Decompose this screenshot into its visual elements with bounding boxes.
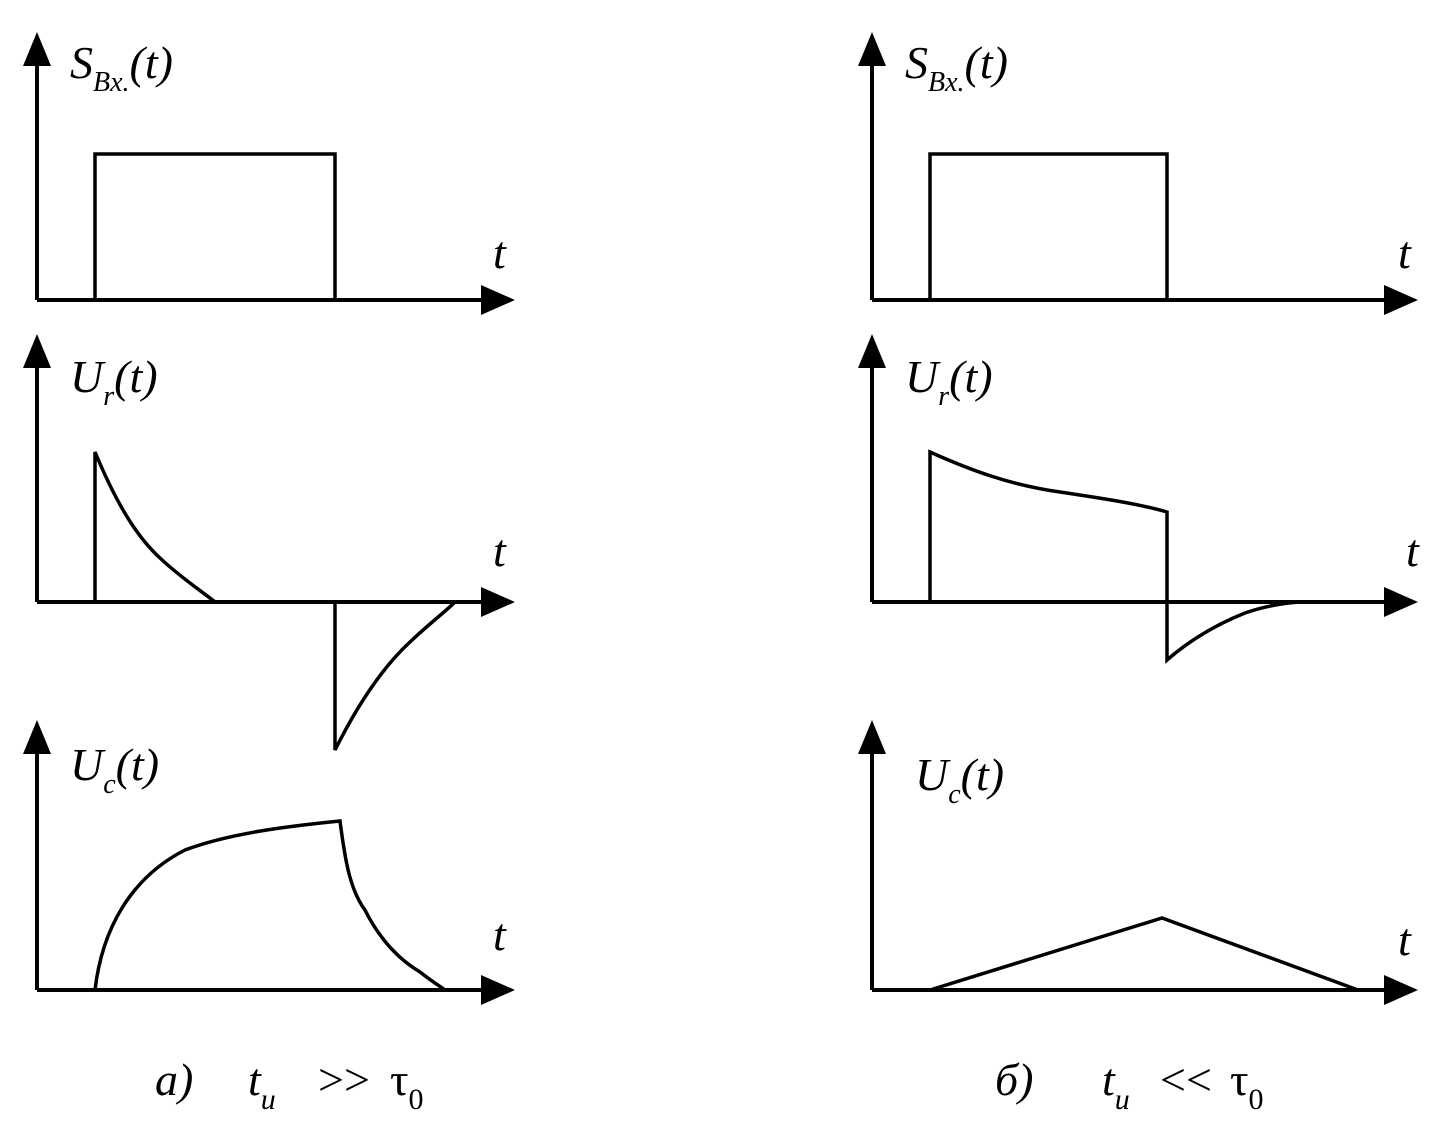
label-sub: r bbox=[938, 381, 949, 412]
plot-label: Ur(t) bbox=[70, 351, 158, 412]
label-arg: (t) bbox=[114, 351, 157, 402]
caption-t-sub: и bbox=[261, 1083, 276, 1116]
label-main: U bbox=[70, 739, 106, 790]
plot-a-input: SBx.(t) t bbox=[23, 32, 515, 315]
x-axis-arrow bbox=[481, 285, 515, 315]
x-axis-arrow bbox=[1384, 285, 1418, 315]
caption-relation: << bbox=[1160, 1054, 1212, 1105]
label-main: U bbox=[70, 351, 106, 402]
label-arg: (t) bbox=[961, 749, 1004, 800]
label-sub: c bbox=[948, 779, 961, 810]
axis-label-t: t bbox=[493, 909, 507, 960]
caption-tau: τ bbox=[1230, 1054, 1249, 1105]
axis-label-t: t bbox=[493, 227, 507, 278]
caption-t-sub: и bbox=[1115, 1083, 1130, 1116]
caption-b: б) tи << τ0 bbox=[995, 1054, 1264, 1116]
plot-a-capacitor: Uc(t) t bbox=[23, 720, 515, 1005]
label-arg: (t) bbox=[116, 739, 159, 790]
plot-label: Uc(t) bbox=[70, 739, 159, 800]
y-axis-arrow bbox=[23, 720, 51, 754]
label-main: S bbox=[905, 37, 928, 88]
y-axis-arrow bbox=[23, 334, 51, 368]
ur-positive-spike bbox=[93, 451, 217, 604]
plot-b-capacitor: Uc(t) t bbox=[858, 720, 1418, 1005]
label-main: U bbox=[905, 351, 941, 402]
x-axis-arrow bbox=[481, 587, 515, 617]
panel-b: SBx.(t) t Ur(t) t Uc(t) t б)tи<<τ0 bbox=[858, 32, 1420, 1116]
x-axis-arrow bbox=[1384, 975, 1418, 1005]
uc-triangle bbox=[929, 916, 1359, 992]
caption-letter: б) bbox=[995, 1054, 1033, 1105]
x-axis-arrow bbox=[481, 975, 515, 1005]
plot-b-input: SBx.(t) t bbox=[858, 32, 1418, 315]
label-main: U bbox=[915, 749, 951, 800]
panel-a: SBx.(t) t Ur(t) t Uc(t) t а)tи>>τ0 bbox=[23, 32, 515, 1116]
input-pulse bbox=[928, 152, 1169, 300]
label-sub: Bx. bbox=[928, 67, 965, 98]
ur-negative-spike bbox=[333, 600, 457, 751]
caption-t: t bbox=[1102, 1054, 1116, 1105]
caption-tau-sub: 0 bbox=[1249, 1083, 1264, 1116]
axis-label-t: t bbox=[493, 525, 507, 576]
input-pulse bbox=[93, 152, 337, 300]
axis-label-t: t bbox=[1398, 227, 1412, 278]
plot-a-resistor: Ur(t) t bbox=[23, 334, 515, 751]
y-axis-arrow bbox=[858, 32, 886, 66]
label-sub: r bbox=[103, 381, 114, 412]
caption-tau-sub: 0 bbox=[409, 1083, 424, 1116]
axis-label-t: t bbox=[1398, 914, 1412, 965]
plot-label: Uc(t) bbox=[915, 749, 1004, 810]
y-axis-arrow bbox=[858, 334, 886, 368]
y-axis-arrow bbox=[23, 32, 51, 66]
plot-label: SBx.(t) bbox=[905, 37, 1008, 98]
caption-t: t bbox=[248, 1054, 262, 1105]
ur-positive-decay bbox=[928, 449, 1169, 602]
label-arg: (t) bbox=[949, 351, 992, 402]
label-main: S bbox=[70, 37, 93, 88]
axis-label-t: t bbox=[1406, 525, 1420, 576]
label-arg: (t) bbox=[965, 37, 1008, 88]
caption-relation: >> bbox=[318, 1054, 370, 1105]
plot-b-resistor: Ur(t) t bbox=[858, 334, 1420, 664]
uc-curve bbox=[93, 819, 447, 992]
label-arg: (t) bbox=[130, 37, 173, 88]
plot-label: SBx.(t) bbox=[70, 37, 173, 98]
caption-tau: τ bbox=[390, 1054, 409, 1105]
caption-a: а) tи >> τ0 bbox=[155, 1054, 424, 1116]
ur-negative-decay bbox=[1165, 600, 1301, 664]
x-axis-arrow bbox=[1384, 587, 1418, 617]
label-sub: c bbox=[103, 769, 116, 800]
y-axis-arrow bbox=[858, 720, 886, 754]
caption-letter: а) bbox=[155, 1054, 193, 1105]
label-sub: Bx. bbox=[93, 67, 130, 98]
plot-label: Ur(t) bbox=[905, 351, 993, 412]
